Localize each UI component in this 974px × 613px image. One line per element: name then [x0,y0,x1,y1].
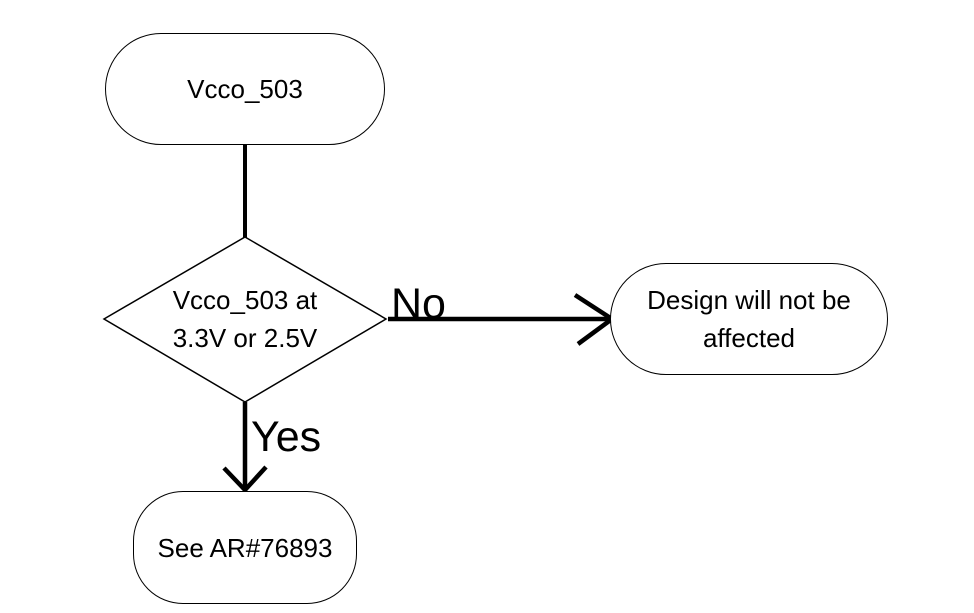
yes-arrowhead-icon [222,465,268,494]
decision-label-line2: 3.3V or 2.5V [172,323,318,353]
yes-result-node: See AR#76893 [133,491,357,604]
yes-edge-label: Yes [251,413,322,461]
decision-label-line1: Vcco_503 at [172,285,318,315]
yes-result-label: See AR#76893 [157,532,333,563]
yes-arrow [222,402,268,494]
no-result-line2: affected [702,323,796,353]
no-result-node: Design will not be affected [610,263,888,375]
start-node: Vcco_503 [105,33,385,145]
no-result-line1: Design will not be [647,285,851,315]
decision-node-label: Vcco_503 at 3.3V or 2.5V [125,281,365,357]
start-node-label: Vcco_503 [187,74,303,104]
no-edge-label: No [391,280,446,328]
